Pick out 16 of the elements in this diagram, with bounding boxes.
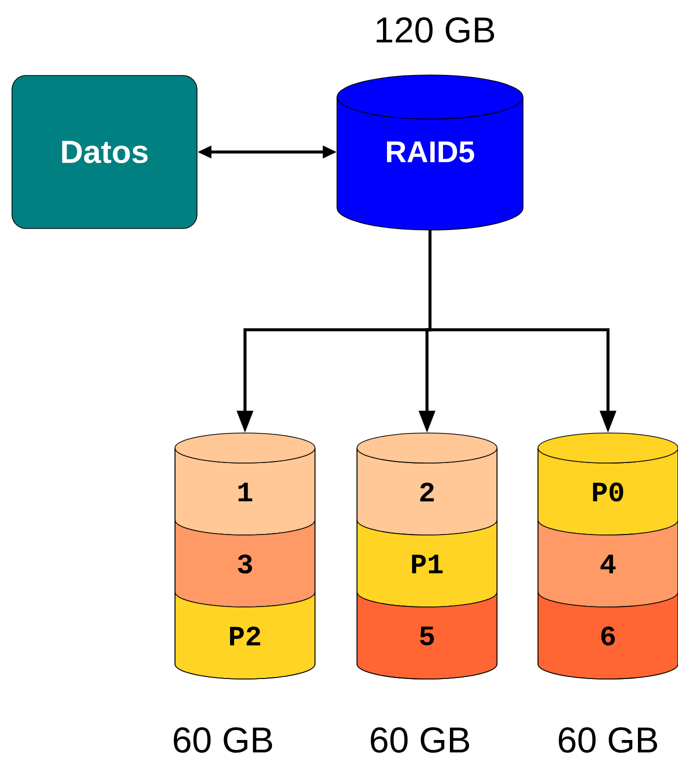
disk-segment: P1 [356,520,498,608]
disk-segment: P2 [174,592,316,680]
disk-segment: 3 [174,520,316,608]
disk-segment: 6 [538,592,678,680]
disk-segment: 4 [538,520,678,608]
disk-segment: 5 [356,592,498,680]
node-label: P0 [593,482,624,502]
size-label: 60 GB [370,727,470,753]
data-box: Datos [12,75,198,229]
size-label: 120 GB [376,17,494,43]
size-label: 60 GB [558,727,658,753]
disk-cylinder [538,432,678,680]
disk-cylinder [174,432,316,680]
disk-cylinder [356,432,498,680]
size-label: 60 GB [174,727,272,753]
raid-cylinder: RAID5 [336,74,524,230]
